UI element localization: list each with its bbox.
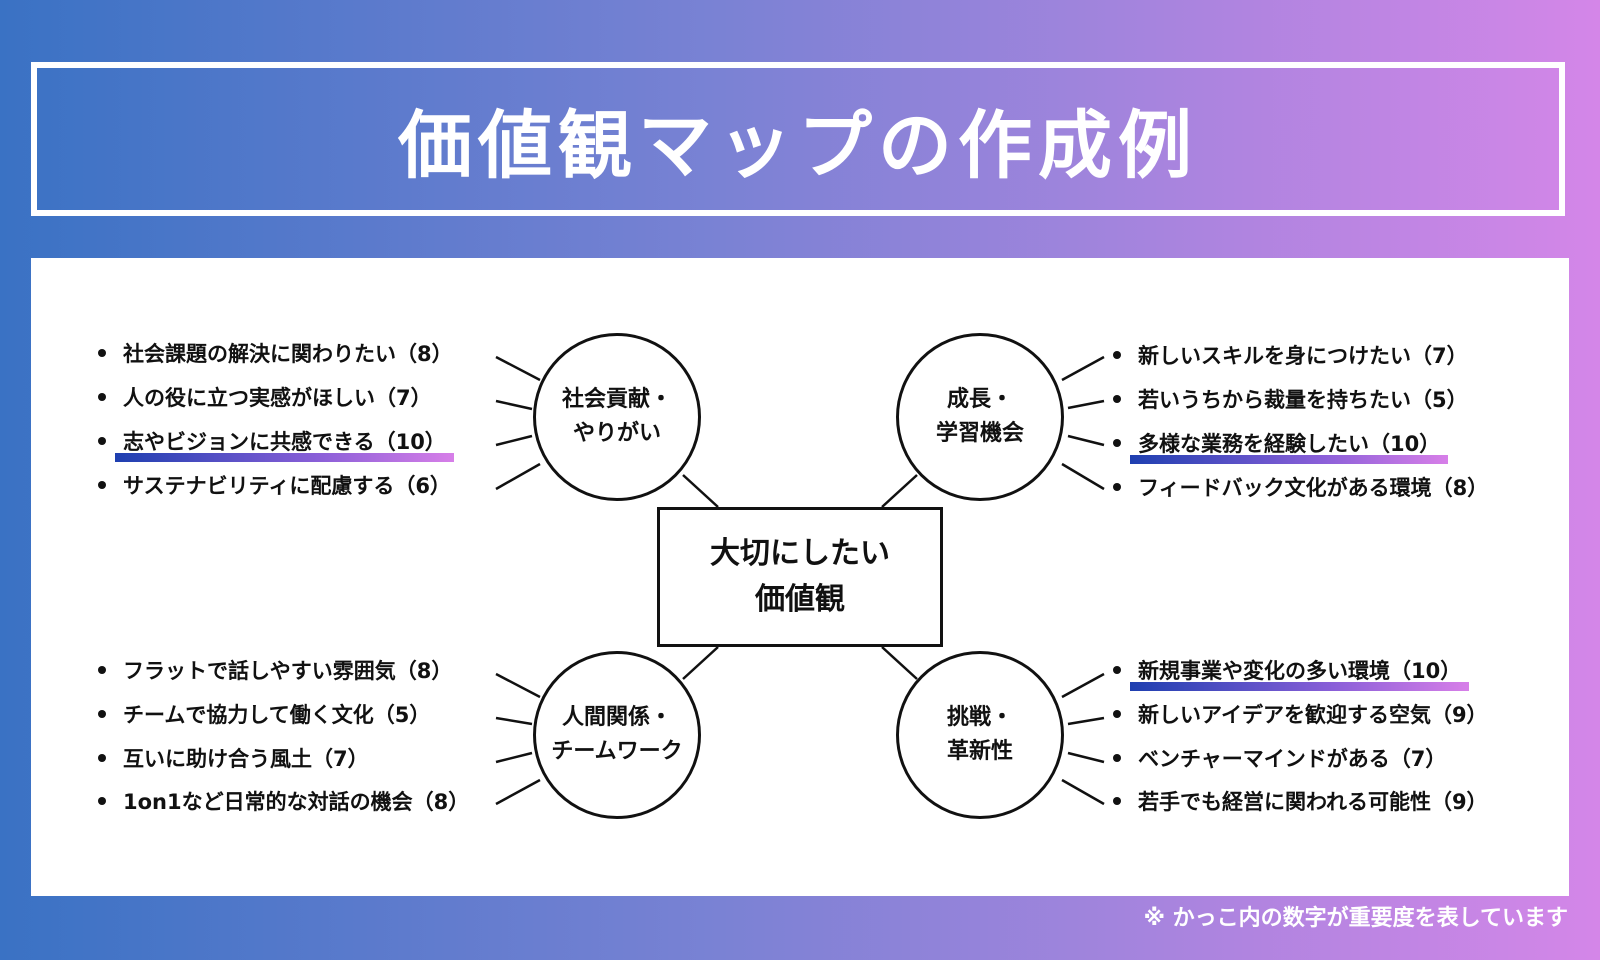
center-node-line1: 大切にしたい [710,536,890,571]
list-item-text: 人の役に立つ実感がほしい（7） [123,386,432,410]
list-item: 新しいアイデアを歓迎する空気（9） [1113,698,1488,730]
list-item: 1on1など日常的な対話の機会（8） [98,785,469,817]
list-item-text: 新しいアイデアを歓迎する空気（9） [1138,703,1488,727]
bullet-icon [1113,797,1121,805]
category-label-line1: 挑戦・ [946,705,1013,730]
list-item-text: チームで協力して働く文化（5） [123,703,431,727]
list-item-text: 新しいスキルを身につけたい（7） [1138,344,1468,368]
bullet-icon [1113,666,1121,674]
list-item: 社会課題の解決に関わりたい（8） [98,337,453,369]
category-label-line2: 学習機会 [935,421,1024,446]
bullet-icon [1113,710,1121,718]
footnote: ※ かっこ内の数字が重要度を表しています [1143,906,1568,931]
list-item-text-highlighted: 多様な業務を経験したい（10） [1129,428,1449,464]
list-item-text: 若いうちから裁量を持ちたい（5） [1138,388,1468,412]
category-node-relations: 人間関係・ チームワーク [533,651,701,819]
list-item: チームで協力して働く文化（5） [98,698,430,730]
list-item: ベンチャーマインドがある（7） [1113,742,1446,774]
page-title: 価値観マップの作成例 [398,102,1198,189]
list-item-text: サステナビリティに配慮する（6） [123,474,451,498]
category-node-challenge: 挑戦・ 革新性 [896,651,1064,819]
center-node-line2: 価値観 [755,582,845,617]
bullet-icon [98,481,106,489]
bullet-icon [98,349,106,357]
category-label-line2: 革新性 [946,739,1013,764]
list-item: サステナビリティに配慮する（6） [98,469,451,501]
bullet-icon [98,393,106,401]
category-label-line1: 人間関係・ [561,705,672,730]
list-item: 人の役に立つ実感がほしい（7） [98,381,432,413]
bullet-icon [98,437,106,445]
list-item-text: フィードバック文化がある環境（8） [1138,476,1489,500]
center-node: 大切にしたい 価値観 [657,507,943,647]
bullet-icon [98,666,106,674]
list-item: 互いに助け合う風土（7） [98,742,369,774]
bullet-icon [1113,439,1121,447]
bullet-icon [98,797,106,805]
list-item-text-highlighted: 新規事業や変化の多い環境（10） [1129,655,1470,691]
list-item: 多様な業務を経験したい（10） [1113,427,1449,464]
category-node-social: 社会貢献・ やりがい [533,333,701,501]
list-item-text: 1on1など日常的な対話の機会（8） [123,790,470,814]
list-item: 若いうちから裁量を持ちたい（5） [1113,383,1468,415]
bullet-icon [1113,754,1121,762]
list-item: 新規事業や変化の多い環境（10） [1113,654,1470,691]
list-item: フラットで話しやすい雰囲気（8） [98,654,452,686]
bullet-icon [98,710,106,718]
bullet-icon [1113,483,1121,491]
category-label-line2: チームワーク [551,739,683,764]
category-label-line2: やりがい [572,421,661,446]
list-item-text: 互いに助け合う風土（7） [123,747,369,771]
bullet-icon [1113,395,1121,403]
bullet-icon [98,754,106,762]
category-node-growth: 成長・ 学習機会 [896,333,1064,501]
list-item: フィードバック文化がある環境（8） [1113,471,1488,503]
list-item-text: フラットで話しやすい雰囲気（8） [123,659,453,683]
list-item-text-highlighted: 志やビジョンに共感できる（10） [115,426,454,462]
list-item: 新しいスキルを身につけたい（7） [1113,339,1468,371]
list-item-text: 社会課題の解決に関わりたい（8） [123,342,453,366]
category-label-line1: 社会貢献・ [561,387,672,412]
bullet-icon [1113,351,1121,359]
title-frame: 価値観マップの作成例 [31,62,1565,216]
list-item: 若手でも経営に関われる可能性（9） [1113,785,1488,817]
list-item-text: ベンチャーマインドがある（7） [1138,747,1447,771]
category-label-line1: 成長・ [946,387,1013,412]
list-item-text: 若手でも経営に関われる可能性（9） [1138,790,1488,814]
list-item: 志やビジョンに共感できる（10） [98,425,454,462]
